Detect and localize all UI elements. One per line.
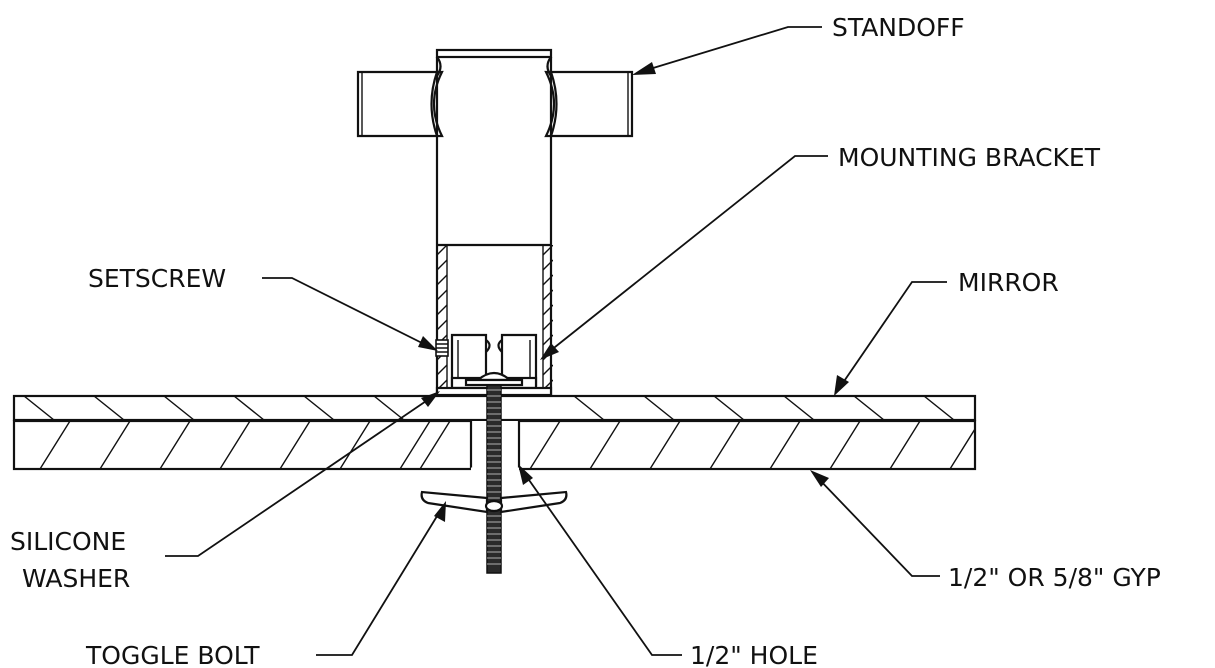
label-gyp: 1/2" OR 5/8" GYP (948, 563, 1161, 592)
standoff-body (356, 48, 634, 395)
gyp-hatch (39, 421, 975, 469)
label-toggle-bolt: TOGGLE BOLT (85, 641, 260, 668)
bolt-shank (486, 384, 502, 574)
toggle-bolt (420, 371, 568, 574)
label-mirror: MIRROR (958, 268, 1059, 297)
label-silicone: SILICONE (10, 527, 126, 556)
standoff-tube (435, 57, 553, 395)
label-standoff: STANDOFF (832, 13, 965, 42)
label-washer: WASHER (22, 564, 130, 593)
label-mounting-bracket: MOUNTING BRACKET (838, 143, 1101, 172)
toggle-wing-right (499, 490, 568, 514)
toggle-wing-left (420, 490, 489, 514)
label-setscrew: SETSCREW (88, 264, 226, 293)
labels: STANDOFF MOUNTING BRACKET SETSCREW MIRRO… (10, 13, 1161, 668)
label-hole: 1/2" HOLE (690, 641, 818, 668)
standoff-arm-right (544, 70, 634, 138)
leader-lines (165, 26, 947, 656)
standoff-cap (435, 48, 553, 59)
setscrew-detail (435, 339, 449, 357)
standoff-arm-left (356, 70, 444, 138)
mirror-hatch (23, 396, 955, 420)
